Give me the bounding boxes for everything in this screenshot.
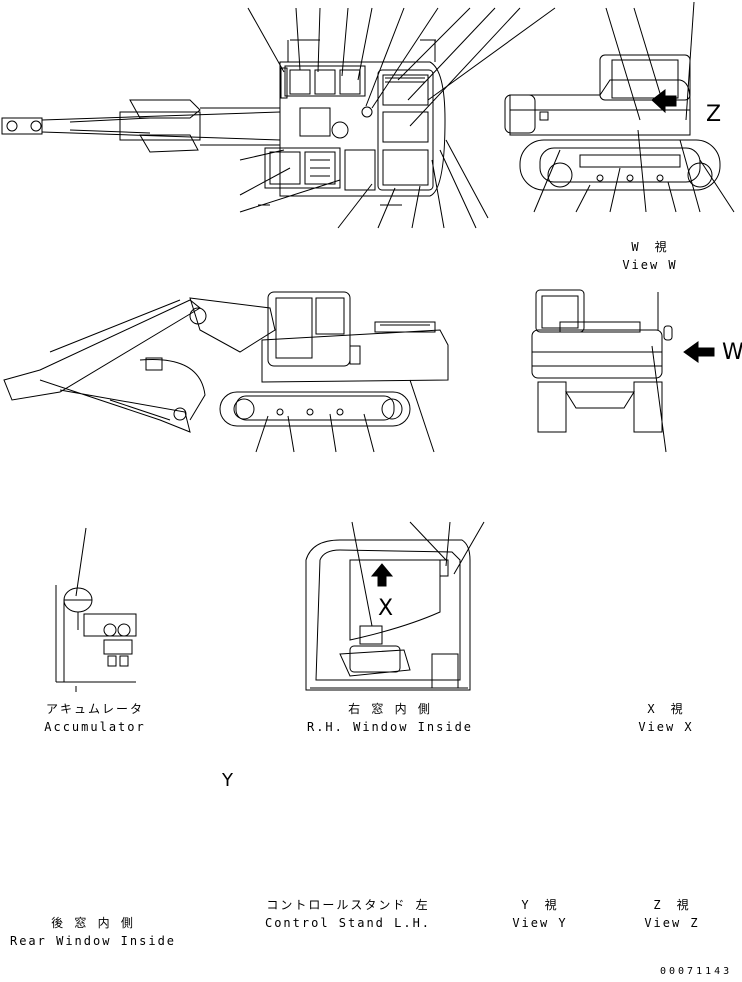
control-stand-caption-jp: コントロールスタンド 左: [266, 898, 430, 912]
rear-view-machine: [531, 289, 673, 433]
arrow-x-icon: [683, 341, 715, 363]
view-z-caption-en: View Z: [644, 916, 700, 930]
view-z-letter: Z: [706, 102, 722, 127]
view-z-caption-jp: Z 視: [653, 898, 691, 912]
top-view-machine: [1, 61, 446, 197]
side-view-leaders: [255, 379, 435, 453]
view-y-caption-jp: Y 視: [521, 898, 559, 912]
arrow-w-icon: [651, 88, 677, 114]
arrow-up-icon: [370, 563, 394, 587]
control-stand-caption-en: Control Stand L.H.: [264, 916, 432, 930]
rh-window-caption-jp: 右 窓 内 側: [348, 702, 432, 716]
top-view-leaders: [239, 7, 556, 229]
accumulator-caption-jp: アキュムレータ: [45, 702, 144, 716]
rh-window-drawing: [305, 521, 485, 691]
rear-side-leaders: [533, 1, 735, 213]
rear-window-caption-en: Rear Window Inside: [9, 934, 177, 948]
rh-window-caption-en: R.H. Window Inside: [306, 720, 474, 734]
view-x-caption-jp: X 視: [647, 702, 685, 716]
view-y-letter: Y: [222, 770, 233, 791]
side-view-excavator: [3, 291, 449, 433]
view-x-letter: X: [378, 596, 394, 621]
drawing-number: 00071143: [660, 966, 733, 977]
view-w-caption-en: View W: [622, 258, 678, 272]
view-w-letter: W: [722, 340, 742, 365]
accumulator-drawing: [55, 527, 137, 692]
rear-view-leader: [651, 345, 667, 453]
view-x-caption-en: View X: [638, 720, 694, 734]
view-y-caption-en: View Y: [512, 916, 568, 930]
accumulator-caption-en: Accumulator: [44, 720, 146, 734]
view-w-caption-jp: W 視: [631, 240, 669, 254]
rear-window-caption-jp: 後 窓 内 側: [51, 916, 135, 930]
rear-side-view-machine: [504, 54, 721, 191]
